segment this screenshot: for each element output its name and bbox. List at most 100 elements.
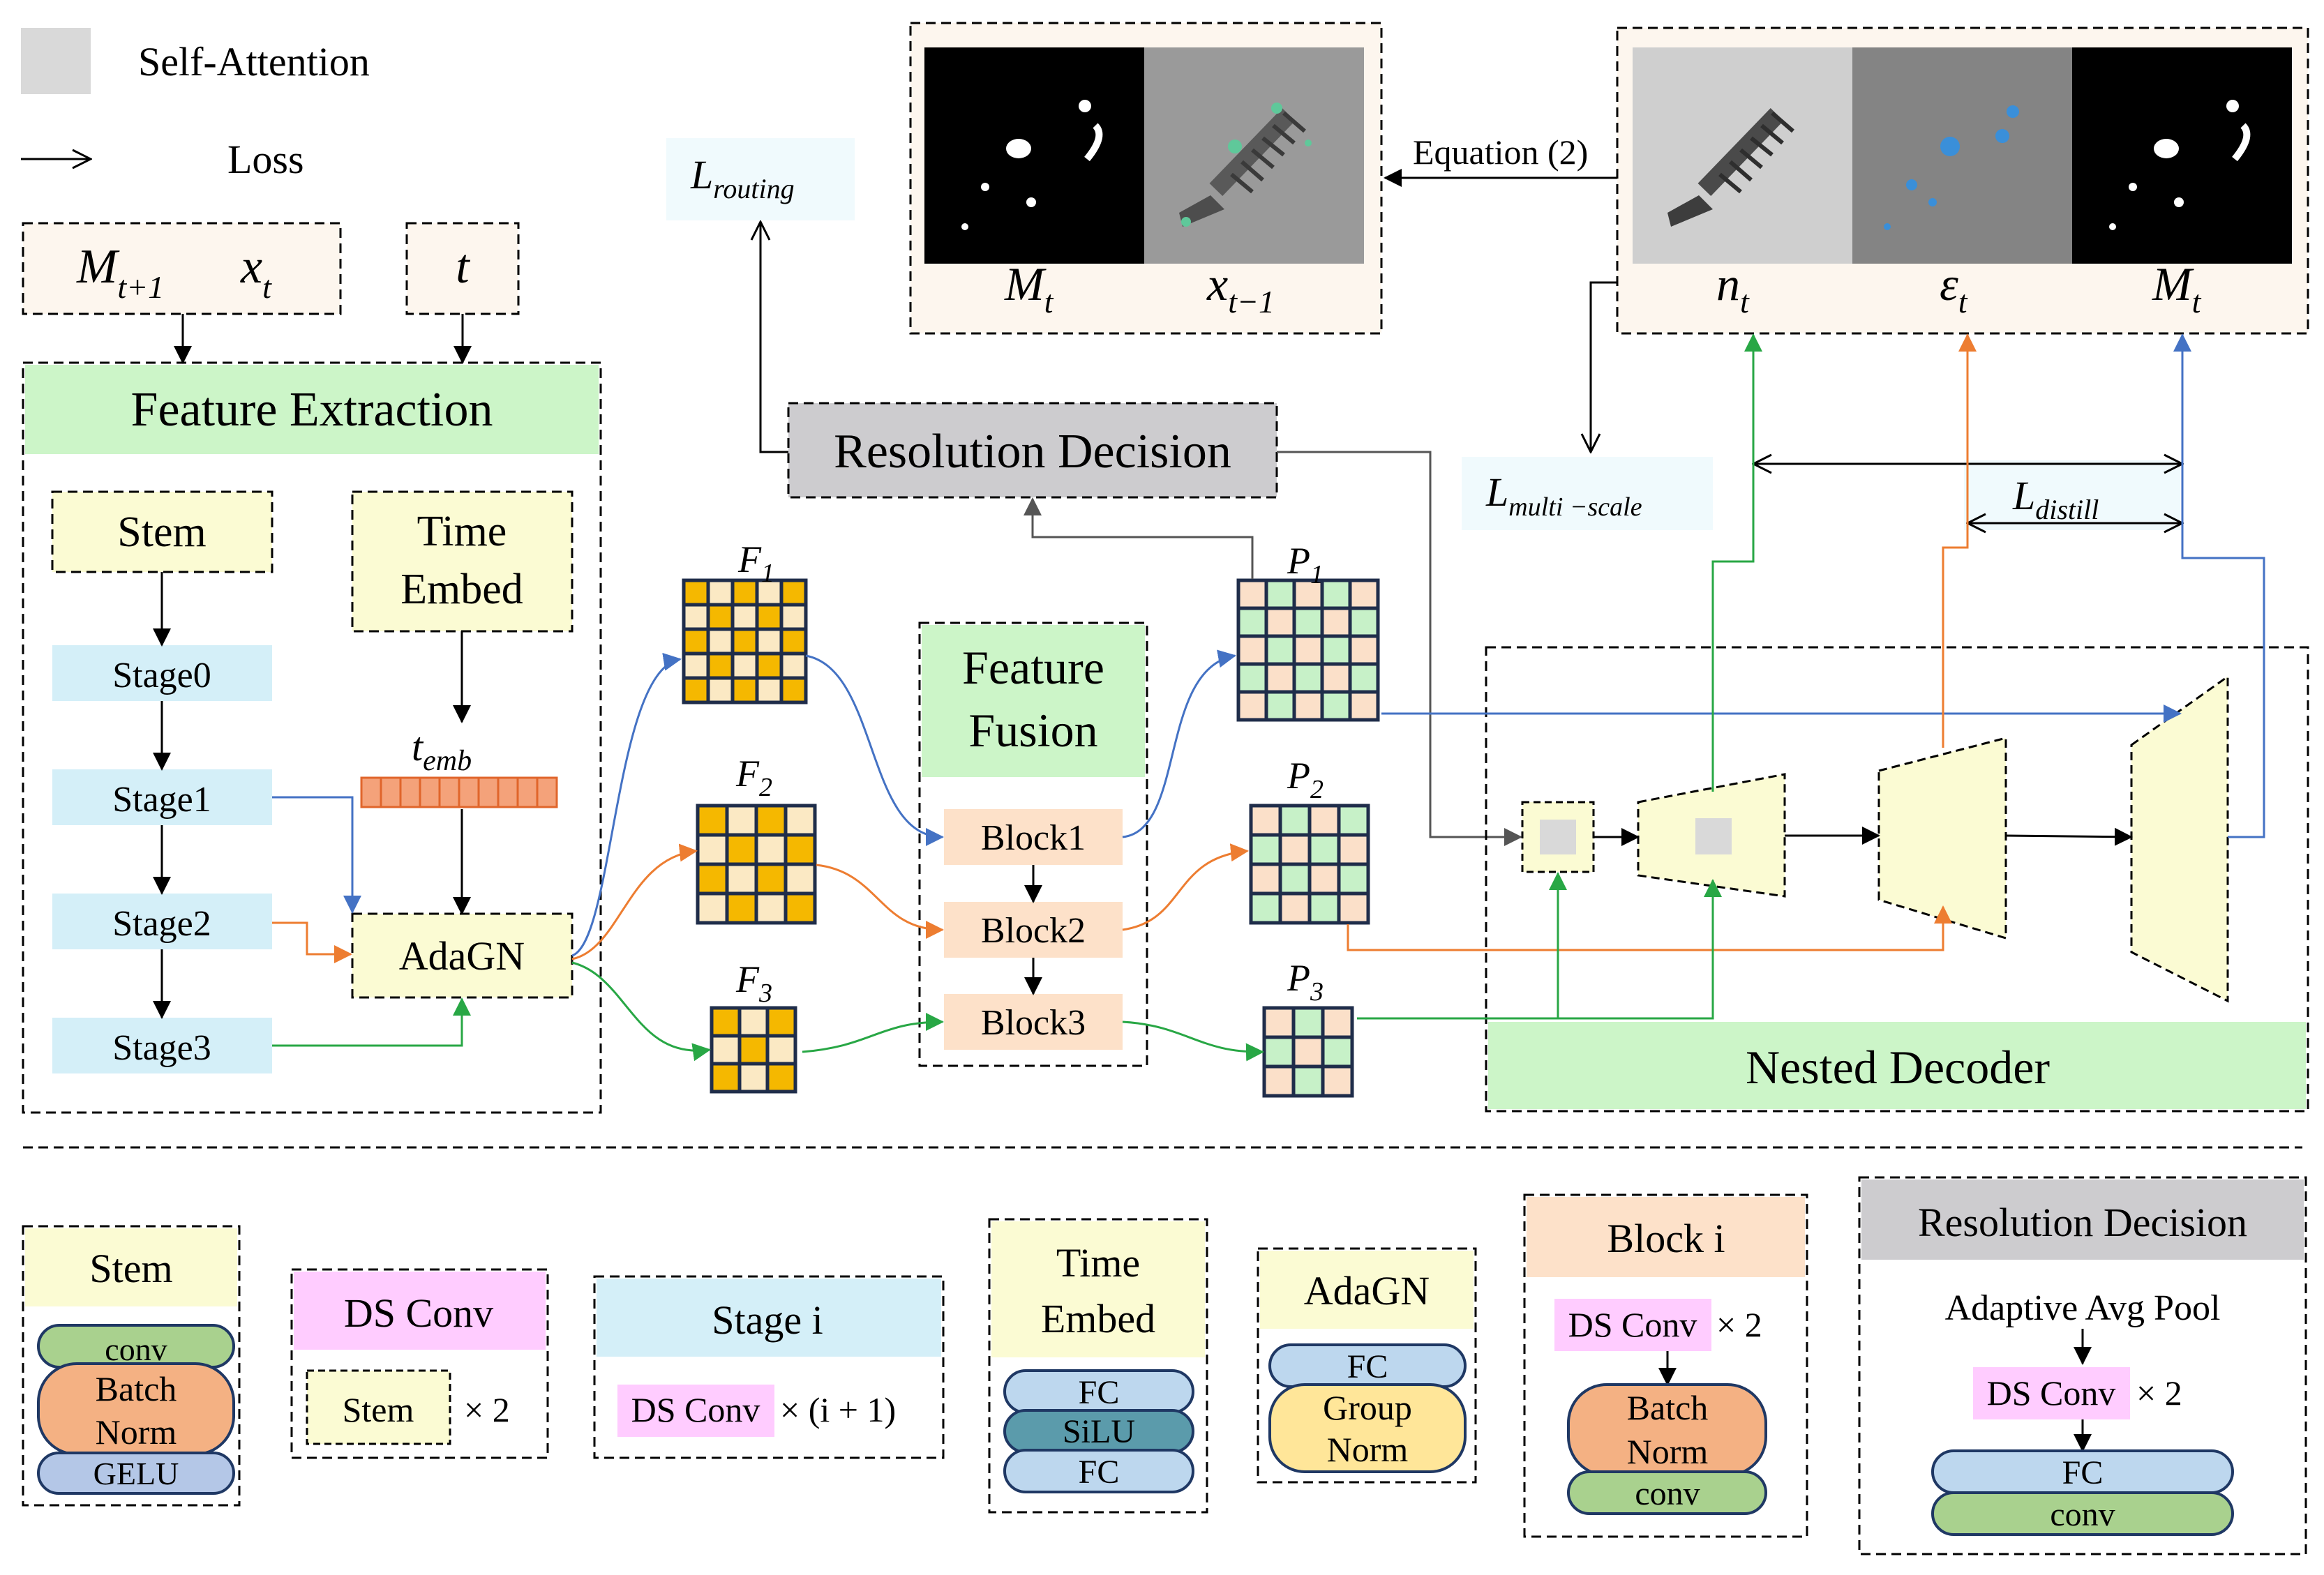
t-emb-cell: [380, 776, 402, 808]
noise-eps-image: [1852, 47, 2072, 264]
svg-text:× 2: × 2: [464, 1390, 510, 1429]
p3-cell: [1291, 1035, 1325, 1069]
svg-text:Embed: Embed: [1041, 1296, 1155, 1341]
f1-cell: [779, 578, 808, 607]
p2-cell: [1278, 862, 1312, 896]
p1-cell: [1292, 634, 1324, 666]
stage2-label: Stage2: [112, 904, 211, 944]
f1-cell: [779, 603, 808, 631]
p1-cell: [1348, 578, 1380, 610]
legend-stage-i: Stage i DS Conv × (i + 1): [593, 1275, 945, 1459]
p1-cell: [1236, 662, 1268, 694]
t-emb-cell: [360, 776, 382, 808]
svg-text:conv: conv: [2050, 1496, 2115, 1533]
legend-ds-conv: DS Conv Stem × 2: [290, 1268, 549, 1459]
p2-cell: [1307, 891, 1341, 925]
f3-cell: [710, 1006, 742, 1038]
p2-cell: [1278, 891, 1312, 925]
svg-text:Resolution Decision: Resolution Decision: [1918, 1200, 2247, 1245]
resolution-decision-box: [787, 402, 1278, 499]
svg-text:Block i: Block i: [1607, 1216, 1725, 1261]
stage1-label: Stage1: [112, 780, 211, 820]
p3-cell: [1262, 1006, 1296, 1039]
svg-text:× 2: × 2: [1716, 1305, 1762, 1344]
t-emb-cell: [497, 776, 519, 808]
p2-cell: [1249, 804, 1282, 837]
f1-cell: [706, 627, 735, 656]
p3-cell: [1291, 1006, 1325, 1039]
p1-cell: [1292, 606, 1324, 638]
l-multi-label: Lmulti −scale: [1485, 469, 1642, 522]
f2-cell: [696, 862, 729, 896]
f2-label: F2: [735, 753, 772, 802]
f1-cell: [755, 676, 784, 704]
p3-cell: [1262, 1064, 1296, 1098]
l-multi-bg: [1462, 457, 1713, 530]
f1-cell: [682, 578, 710, 607]
svg-text:GELU: GELU: [93, 1456, 179, 1491]
f3-cell: [765, 1062, 797, 1094]
pyramid-grid-p1: [1236, 578, 1380, 722]
output-panel-right: nt εt Mt: [1616, 27, 2309, 335]
mask-blobs: [961, 100, 1103, 230]
p3-cell: [1291, 1064, 1325, 1098]
svg-text:Batch: Batch: [96, 1369, 177, 1408]
feature-grid-f1: [682, 578, 808, 704]
svg-text:FC: FC: [1079, 1374, 1120, 1411]
p3-label: P3: [1287, 957, 1324, 1007]
f3-cell: [710, 1062, 742, 1094]
p1-cell: [1348, 662, 1380, 694]
decoder-sa-inner: [1540, 820, 1576, 854]
time-embed-label-2: Embed: [400, 566, 523, 613]
resolution-decision: Resolution Decision: [787, 402, 1278, 499]
svg-text:FC: FC: [1079, 1454, 1120, 1491]
block3-label: Block3: [981, 1003, 1086, 1043]
pyramid-grid-p2: [1249, 804, 1370, 925]
nested-decoder-header: [1488, 1022, 2306, 1109]
output-panel-left: Mt xt−1: [909, 22, 1383, 335]
p1-cell: [1236, 606, 1268, 638]
feature-extraction-title: Feature Extraction: [131, 383, 493, 437]
svg-text:Time: Time: [1056, 1240, 1140, 1286]
f2-cell: [725, 804, 758, 837]
f1-cell: [755, 603, 784, 631]
f1-cell: [779, 676, 808, 704]
legend: Self-Attention Loss: [21, 28, 370, 182]
p2-cell: [1337, 833, 1370, 866]
f1-cell: [730, 651, 759, 680]
f2-cell: [754, 804, 788, 837]
decoder-stage-3: [2130, 675, 2229, 1003]
adagn-label: AdaGN: [399, 933, 525, 979]
out-mt-label: Mt: [1004, 257, 1054, 319]
feature-grid-f3: [710, 1006, 797, 1094]
loss-label: Loss: [227, 137, 304, 182]
f2-cell: [725, 862, 758, 896]
svg-text:Stem: Stem: [343, 1390, 414, 1429]
svg-text:FC: FC: [1347, 1348, 1388, 1385]
p1-cell: [1292, 662, 1324, 694]
p1-cell: [1264, 606, 1296, 638]
p2-cell: [1307, 804, 1341, 837]
mask-blobs-right: [2109, 100, 2251, 230]
p3-cell: [1321, 1064, 1354, 1098]
f1-cell: [730, 676, 759, 704]
p1-cell: [1236, 690, 1268, 722]
f1-cell: [682, 603, 710, 631]
self-attention-swatch: [21, 28, 91, 94]
t-emb-cell: [536, 776, 558, 808]
nested-decoder-frame: [1485, 646, 2309, 1113]
l-routing-bg: [666, 138, 855, 220]
p1-cell: [1320, 634, 1352, 666]
p1-cell: [1292, 690, 1324, 722]
f1-label: F1: [737, 538, 774, 588]
svg-text:DS Conv: DS Conv: [631, 1390, 760, 1429]
f2-cell: [754, 891, 788, 925]
pyramid-grid-p3: [1262, 1006, 1354, 1098]
t-emb-vector: [360, 776, 558, 808]
p1-cell: [1320, 662, 1352, 694]
stage3-box: [52, 1018, 272, 1073]
input-m-t1: Mt+1: [76, 240, 164, 305]
stem-box: [51, 490, 273, 573]
svg-text:Norm: Norm: [96, 1412, 177, 1452]
